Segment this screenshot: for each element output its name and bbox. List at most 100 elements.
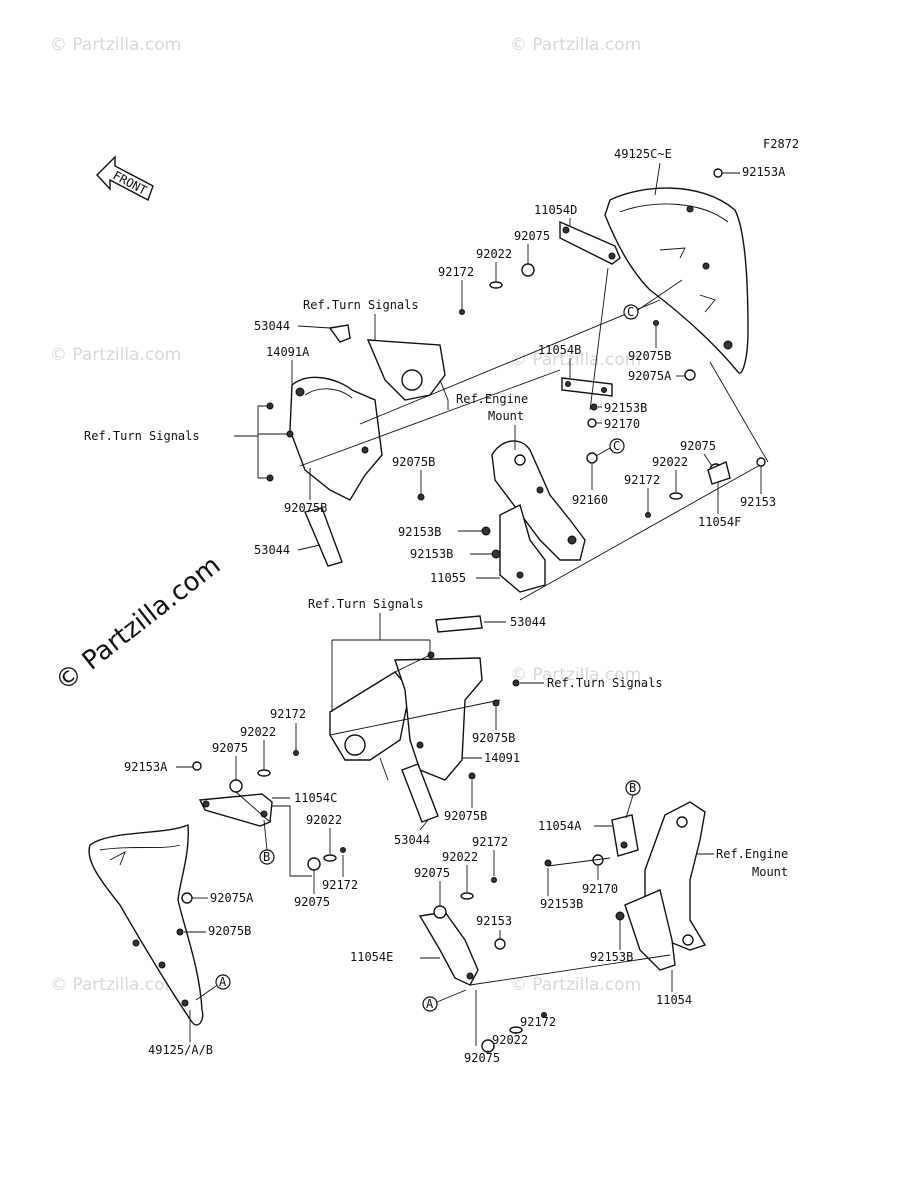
label-92075-l: 92075 — [212, 741, 248, 755]
label-92075A-a: 92075A — [628, 369, 672, 383]
label-92160: 92160 — [572, 493, 608, 507]
front-arrow-icon: FRONT — [96, 155, 154, 201]
label-92153B-a: 92153B — [604, 401, 647, 415]
svg-text:C: C — [627, 305, 634, 319]
watermark-faint: © Partzilla.com — [510, 975, 641, 995]
label-92075-r: 92075 — [680, 439, 716, 453]
cowl-panel-right — [604, 187, 749, 374]
label-ref-engine-mount-2a: Ref.Engine — [716, 847, 788, 861]
assembly-line — [709, 361, 769, 463]
svg-text:A: A — [219, 975, 227, 989]
label-92153A-l: 92153A — [124, 760, 168, 774]
label-14091: 14091 — [484, 751, 520, 765]
rubber-strip-53044-a — [328, 324, 351, 343]
label-92075B-a: 92075B — [628, 349, 671, 363]
label-11054F: 11054F — [698, 515, 741, 529]
label-92022-b: 92022 — [492, 1033, 528, 1047]
label-49125CE: 49125C~E — [614, 147, 672, 161]
rubber-strip-53044-b — [304, 507, 343, 567]
callout-a — [215, 974, 231, 990]
assembly-line — [299, 369, 561, 467]
label-11054C: 11054C — [294, 791, 337, 805]
label-ref-engine-mount-1a: Ref.Engine — [456, 392, 528, 406]
svg-text:A: A — [426, 997, 434, 1011]
bracket-11054B — [561, 377, 613, 397]
label-11054B: 11054B — [538, 343, 581, 357]
svg-text:FRONT: FRONT — [111, 168, 149, 197]
label-92170-b: 92170 — [582, 882, 618, 896]
label-92075B-c: 92075B — [284, 501, 327, 515]
label-53044-a: 53044 — [254, 319, 290, 333]
assembly-line — [359, 299, 661, 425]
watermark-faint: © Partzilla.com — [510, 35, 641, 55]
label-11054A: 11054A — [538, 819, 582, 833]
callout-c — [609, 438, 625, 454]
panel-14091 — [394, 657, 483, 781]
panel-14091A — [289, 376, 383, 501]
label-92075-c: 92075 — [414, 866, 450, 880]
label-ref-engine-mount-2b: Mount — [752, 865, 788, 879]
watermark-faint: © Partzilla.com — [50, 345, 181, 365]
label-92075B-b: 92075B — [392, 455, 435, 469]
watermark-faint: © Partzilla.com — [50, 975, 181, 995]
cowl-panel-left — [88, 823, 204, 1026]
svg-text:B: B — [263, 850, 270, 864]
bracket-11055 — [499, 503, 546, 593]
label-92153-r: 92153 — [740, 495, 776, 509]
label-92022-top: 92022 — [476, 247, 512, 261]
callout-a — [422, 996, 438, 1012]
svg-text:C: C — [613, 439, 620, 453]
bracket-11054 — [624, 889, 676, 971]
label-ref-turn-signals-2: Ref.Turn Signals — [84, 429, 200, 443]
rubber-strip-53044-c — [435, 615, 483, 633]
label-92153A: 92153A — [742, 165, 786, 179]
turn-signal-housing-bottom — [329, 671, 411, 781]
label-92172-top: 92172 — [438, 265, 474, 279]
label-92075-top: 92075 — [514, 229, 550, 243]
figure-code: F2872 — [763, 137, 799, 151]
assembly-line — [519, 464, 761, 601]
label-14091A: 14091A — [266, 345, 310, 359]
label-11054D: 11054D — [534, 203, 577, 217]
bracket-11054C — [198, 793, 273, 827]
watermark-faint-group: © Partzilla.com © Partzilla.com © Partzi… — [50, 35, 641, 995]
engine-mount-bracket-top — [491, 440, 586, 561]
label-92022-r: 92022 — [652, 455, 688, 469]
label-92075-m: 92075 — [294, 895, 330, 909]
label-53044-c: 53044 — [510, 615, 546, 629]
bracket-11054D — [559, 220, 621, 265]
turn-signal-housing-top — [366, 339, 449, 410]
label-92022-l: 92022 — [240, 725, 276, 739]
svg-text:B: B — [629, 781, 636, 795]
label-92075B-e: 92075B — [208, 924, 251, 938]
label-11055: 11055 — [430, 571, 466, 585]
label-92075B-f: 92075B — [444, 809, 487, 823]
label-11054E: 11054E — [350, 950, 393, 964]
bracket-11054E — [418, 911, 479, 986]
label-92153-c: 92153 — [476, 914, 512, 928]
label-92075B-d: 92075B — [472, 731, 515, 745]
label-11054: 11054 — [656, 993, 692, 1007]
label-92172-m: 92172 — [322, 878, 358, 892]
label-53044-b: 53044 — [254, 543, 290, 557]
label-92172-b: 92172 — [520, 1015, 556, 1029]
label-ref-engine-mount-1b: Mount — [488, 409, 524, 423]
label-53044-d: 53044 — [394, 833, 430, 847]
bracket-11054A — [611, 814, 639, 857]
label-92153B-d: 92153B — [540, 897, 583, 911]
label-92022-m: 92022 — [306, 813, 342, 827]
label-ref-turn-signals-4: Ref.Turn Signals — [547, 676, 663, 690]
watermark-faint: © Partzilla.com — [510, 665, 641, 685]
label-92075A-b: 92075A — [210, 891, 254, 905]
label-92153B-b: 92153B — [398, 525, 441, 539]
label-92172-c: 92172 — [472, 835, 508, 849]
label-92172-r: 92172 — [624, 473, 660, 487]
label-92075-b: 92075 — [464, 1051, 500, 1065]
rubber-strip-53044-d — [401, 763, 439, 823]
label-92172-l: 92172 — [270, 707, 306, 721]
label-92022-c: 92022 — [442, 850, 478, 864]
label-92153B-e: 92153B — [590, 950, 633, 964]
callout-c — [623, 304, 639, 320]
